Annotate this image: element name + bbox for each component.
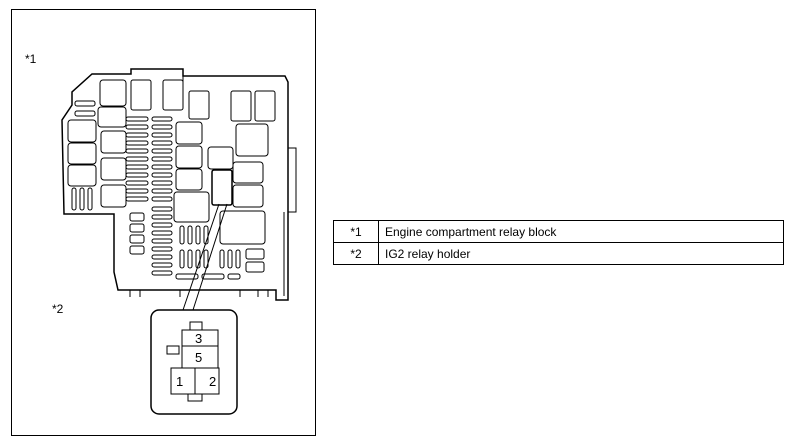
callout-relay-holder: *2: [52, 302, 64, 316]
legend-row: *2 IG2 relay holder: [333, 242, 784, 265]
legend-row: *1 Engine compartment relay block: [333, 220, 784, 243]
relay-block-outline: [61, 68, 297, 301]
legend-table: *1 Engine compartment relay block *2 IG2…: [333, 220, 784, 265]
leader-lines: [182, 203, 228, 311]
legend-description: Engine compartment relay block: [378, 220, 784, 243]
relay-sockets: [67, 79, 276, 273]
figure-frame: [11, 9, 316, 436]
pin-2-label: 2: [209, 374, 217, 389]
pin-3-label: 3: [195, 331, 203, 346]
legend-key: *2: [333, 242, 379, 265]
relay-holder-detail: [150, 309, 238, 415]
pin-5-label: 5: [195, 350, 203, 365]
callout-relay-block: *1: [25, 52, 37, 66]
pin-1-label: 1: [176, 374, 184, 389]
ig2-relay: [211, 169, 233, 206]
legend-key: *1: [333, 220, 379, 243]
legend-description: IG2 relay holder: [378, 242, 784, 265]
fuse-slots: [71, 100, 241, 280]
